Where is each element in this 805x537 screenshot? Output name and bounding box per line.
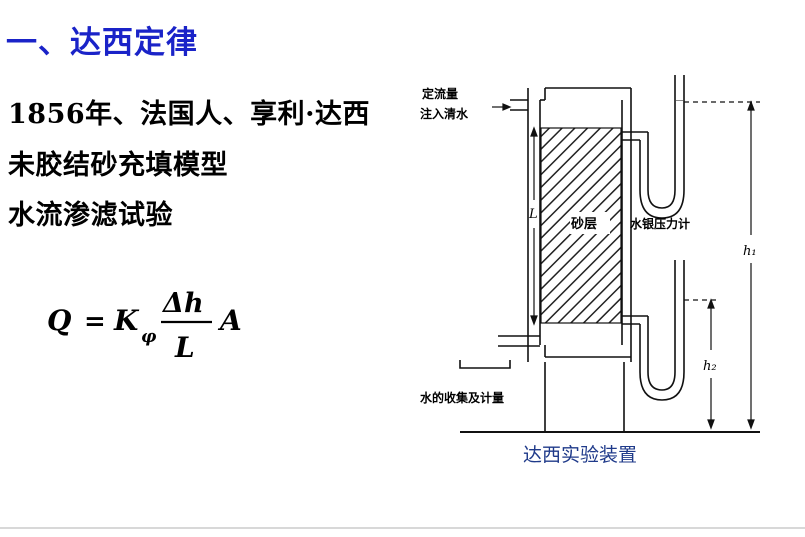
sand-label: 砂层 [570, 216, 597, 232]
bottom-divider [0, 527, 805, 529]
h2-label: h₂ [703, 359, 717, 374]
figure-caption: 达西实验装置 [522, 444, 637, 466]
formula-k-subscript: φ [141, 327, 157, 347]
slide-title: 一、达西定律 [6, 25, 198, 61]
formula-q: Q [47, 304, 71, 337]
inflow-label-1: 定流量 [422, 86, 458, 101]
h1-label: h₁ [743, 244, 757, 259]
body-line-history: 1856年、法国人、享利·达西 [8, 99, 371, 130]
darcy-apparatus-diagram: 定流量 注入清水 L 砂层 水银压力计 h₁ h₂ 水的收集及计量 [420, 75, 760, 433]
darcy-formula: Q = K φ Δh L A [47, 288, 242, 364]
formula-a: A [217, 304, 242, 337]
manometer-lower [622, 260, 685, 401]
formula-denominator: L [174, 331, 195, 364]
manometer-label: 水银压力计 [630, 216, 690, 231]
formula-numerator: Δh [161, 288, 204, 319]
collect-label: 水的收集及计量 [420, 390, 504, 405]
manometer-upper [622, 75, 685, 219]
inflow-label-2: 注入清水 [420, 106, 469, 121]
body-line-experiment: 水流渗滤试验 [8, 200, 173, 231]
length-label: L [528, 207, 538, 222]
formula-k: K [113, 304, 140, 337]
formula-equals: = [84, 307, 106, 337]
body-line-model: 未胶结砂充填模型 [8, 150, 228, 181]
